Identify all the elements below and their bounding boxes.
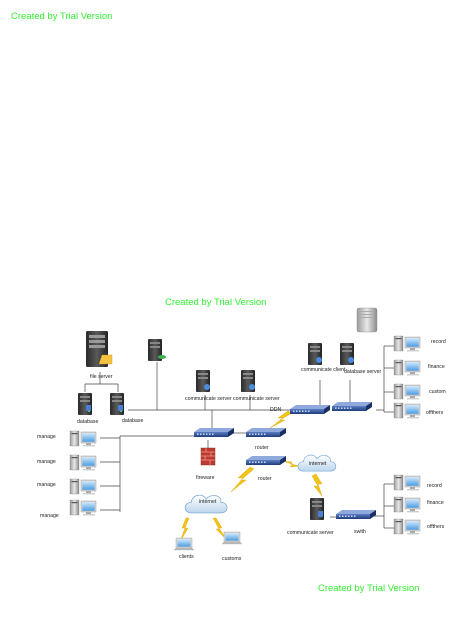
internet-1-label: internet	[199, 499, 217, 505]
others-top-label: offthers	[426, 410, 444, 416]
manage-2-label: manage	[37, 459, 56, 465]
communicate-server-2-icon	[241, 370, 255, 392]
communicate-server-1-icon	[196, 370, 210, 392]
manage-3-label: manage	[37, 482, 56, 488]
manage-pc-2-icon	[69, 454, 97, 471]
communicate-client-label: communicate client	[301, 367, 346, 373]
router-1-icon	[246, 428, 286, 437]
wireless-links	[179, 410, 323, 543]
clients-label: clients	[179, 554, 194, 560]
firewall-label: fireware	[196, 475, 215, 481]
communicate-server-3-label: communicate server	[287, 530, 334, 536]
switch-icon	[336, 510, 376, 519]
custom-top-label: custom	[429, 389, 446, 395]
manage-1-label: manage	[37, 434, 56, 440]
ddn-label: DDN	[270, 407, 281, 413]
record-top-label: record	[431, 339, 446, 345]
customs-laptop-icon	[221, 531, 243, 545]
database-right-label: database	[122, 418, 143, 424]
clients-laptop-icon	[173, 537, 195, 551]
record-bottom-label: record	[427, 483, 442, 489]
finance-top-pc-icon	[393, 359, 421, 376]
manage-pc-3-icon	[69, 478, 97, 495]
others-bottom-pc-icon	[393, 518, 421, 535]
database-server-icon	[148, 339, 166, 361]
finance-top-label: finance	[428, 364, 445, 370]
switch-label: swith	[354, 529, 366, 535]
internet-2-label: internet	[309, 461, 327, 467]
ddn-switch-icon	[290, 405, 330, 414]
router-2-label: router	[258, 476, 272, 482]
database-right-icon	[110, 393, 124, 415]
database-left-icon	[78, 393, 92, 415]
record-bottom-pc-icon	[393, 474, 421, 491]
router-1-label: router	[255, 445, 269, 451]
database-top-icon	[340, 343, 354, 365]
file-server-icon	[86, 331, 113, 367]
router-2-icon	[246, 456, 286, 465]
file-server-label: file server	[90, 374, 113, 380]
record-top-pc-icon	[393, 335, 421, 352]
top-switch-icon	[332, 402, 372, 411]
watermark-bottom: Created by Trial Version	[318, 583, 420, 594]
communicate-server-3-icon	[310, 498, 324, 520]
finance-bottom-label: finance	[427, 500, 444, 506]
connection-lines	[84, 345, 394, 529]
communicate-client-icon	[308, 343, 322, 365]
manage-pc-1-icon	[69, 430, 97, 447]
watermark-top: Created by Trial Version	[11, 11, 113, 22]
others-top-pc-icon	[393, 402, 421, 419]
communicate-server-1-label: communicate server	[185, 396, 232, 402]
finance-bottom-pc-icon	[393, 496, 421, 513]
core-switch-icon	[194, 428, 234, 437]
database-top-label: database server	[344, 369, 381, 375]
manage-pc-4-icon	[69, 499, 97, 516]
custom-top-pc-icon	[393, 383, 421, 400]
mac-pro-icon	[356, 307, 378, 333]
firewall-icon	[200, 447, 216, 466]
watermark-middle: Created by Trial Version	[165, 297, 267, 308]
manage-4-label: manage	[40, 513, 59, 519]
others-bottom-label: offthers	[427, 524, 445, 530]
customs-label: customs	[222, 556, 242, 562]
database-left-label: database	[77, 419, 98, 425]
communicate-server-2-label: communicate server	[233, 396, 280, 402]
